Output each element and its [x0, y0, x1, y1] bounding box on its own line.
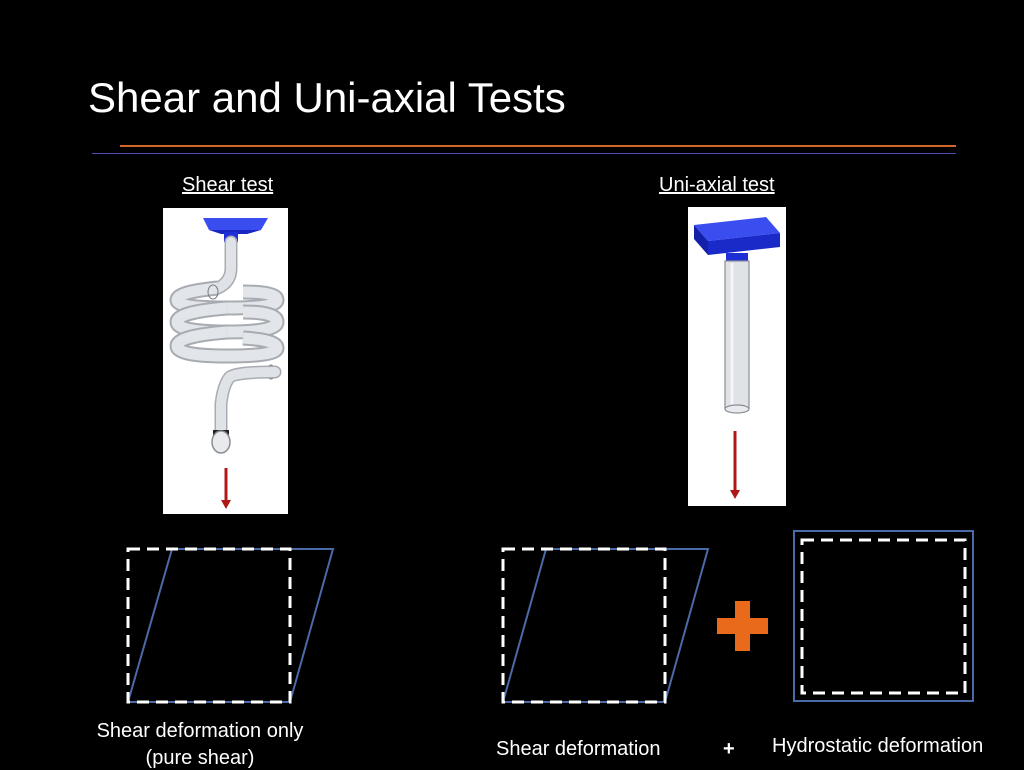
- uniaxial-test-specimen-image: [694, 217, 780, 499]
- uniaxial-fixture-top: [694, 217, 780, 241]
- pure-shear-sheared-shape: [126, 548, 335, 703]
- shear-fixture-top: [203, 218, 268, 230]
- shear-test-label: Shear test: [182, 174, 274, 196]
- slide-title: Shear and Uni-axial Tests: [88, 74, 566, 121]
- shear-deformation-original-square: [501, 547, 667, 704]
- uniaxial-fixture-side: [694, 225, 708, 255]
- caption-shear-only-line1: Shear deformation only: [96, 720, 304, 742]
- uniaxial-test-specimen-panel: [688, 207, 786, 506]
- shear-test-specimen-panel: [163, 208, 288, 514]
- caption-shear-deformation: Shear deformation: [496, 738, 661, 760]
- hydrostatic-expanded-square: [793, 530, 974, 702]
- hydrostatic-deformation-diagram: [793, 530, 974, 702]
- title-rule-orange: [120, 145, 956, 147]
- shear-coils: [169, 280, 285, 380]
- pure-shear-diagram: [126, 547, 335, 704]
- uniaxial-rod-end: [724, 404, 750, 414]
- caption-hydrostatic-deformation: Hydrostatic deformation: [772, 735, 984, 757]
- plus-sign-icon: [717, 601, 768, 651]
- caption-plus: +: [723, 738, 735, 760]
- pure-shear-original-square: [126, 547, 292, 704]
- hydrostatic-original-square: [800, 538, 967, 695]
- uniaxial-load-arrow-head: [730, 490, 740, 499]
- shear-end-bulb: [211, 430, 231, 454]
- uniaxial-fixture-front: [708, 233, 780, 255]
- shear-load-arrow-head: [221, 500, 231, 509]
- uniaxial-rod: [724, 260, 750, 410]
- caption-shear-only-line2: (pure shear): [145, 747, 255, 769]
- shear-test-specimen-image: [169, 218, 285, 509]
- shear-deformation-diagram: [501, 547, 710, 704]
- shear-deformation-sheared-shape: [501, 548, 710, 703]
- title-rule-blue: [92, 153, 956, 154]
- uniaxial-fixture-stem: [726, 253, 748, 261]
- uniaxial-test-label: Uni-axial test: [659, 174, 775, 196]
